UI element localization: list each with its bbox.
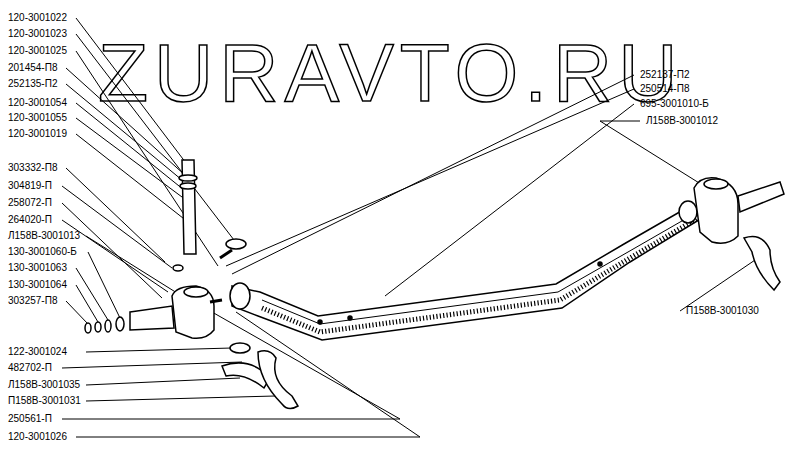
- part-number: П158В-3001030: [686, 305, 759, 317]
- part-number: 482702-П: [8, 362, 52, 374]
- part-number: 120-3001022: [8, 12, 67, 24]
- part-number: 303332-П8: [8, 162, 57, 174]
- part-number: 303257-П8: [8, 295, 57, 307]
- part-number: 130-3001063: [8, 262, 67, 274]
- part-number: 252135-П2: [8, 78, 57, 90]
- part-number: 258072-П: [8, 197, 52, 209]
- left-arms: [222, 351, 298, 409]
- part-number: Л158В-3001013: [8, 230, 80, 242]
- part-number: Л158В-3001035: [8, 379, 80, 391]
- part-number: 130-3001064: [8, 279, 67, 291]
- part-number: П158В-3001031: [8, 395, 81, 407]
- left-washers: [85, 317, 124, 333]
- part-number: 120-3001023: [8, 28, 67, 40]
- axle-beam: [230, 201, 702, 340]
- part-number: 120-3001025: [8, 45, 67, 57]
- leader-lines: [62, 18, 758, 437]
- part-number: 122-3001024: [8, 346, 67, 358]
- right-knuckle: [694, 178, 784, 290]
- watermark: ZURAVTO.RU: [98, 28, 683, 118]
- part-number: 120-3001055: [8, 112, 67, 124]
- part-number: 120-3001054: [8, 97, 67, 109]
- part-number: 304819-П: [8, 180, 52, 192]
- part-number: 130-3001060-Б: [8, 246, 77, 258]
- part-number: 250561-П: [8, 413, 52, 425]
- part-number: 120-3001026: [8, 431, 67, 443]
- part-number: 120-3001019: [8, 128, 67, 140]
- part-number: 201454-П8: [8, 62, 57, 74]
- left-knuckle: [130, 160, 250, 353]
- part-number: 264020-П: [8, 214, 52, 226]
